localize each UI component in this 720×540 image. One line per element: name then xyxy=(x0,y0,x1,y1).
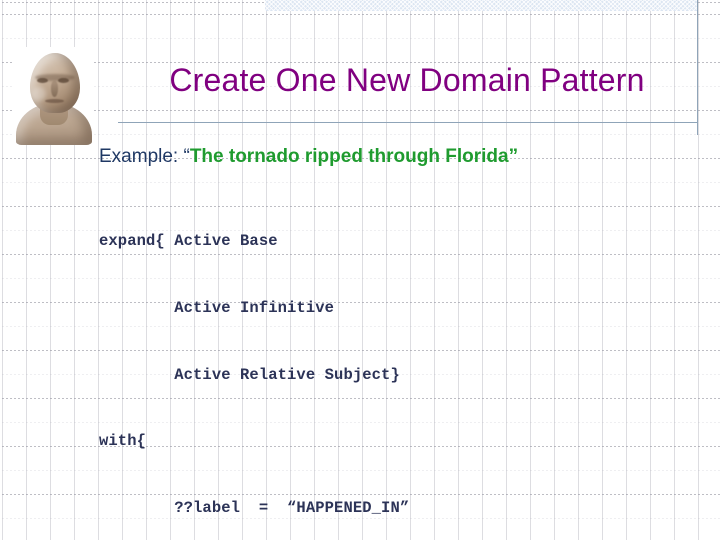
title-underline-rule xyxy=(118,122,698,123)
top-hatched-band xyxy=(265,0,698,11)
example-open-quote: “ xyxy=(183,146,190,167)
bust-mouth xyxy=(45,99,64,103)
example-sentence-text: The tornado ripped through Florida” xyxy=(189,146,519,167)
bust-cheek-highlight xyxy=(32,87,46,101)
example-sentence-line: Example: “The tornado ripped through Flo… xyxy=(99,146,518,168)
code-line: expand{ Active Base xyxy=(99,232,278,251)
bust-left-eye xyxy=(37,78,48,83)
code-line: ??label = “HAPPENED_IN” xyxy=(99,498,410,517)
page-title: Create One New Domain Pattern xyxy=(169,62,645,98)
example-label: Example: xyxy=(99,146,184,167)
bust-right-eye xyxy=(58,78,69,83)
right-vertical-rule xyxy=(697,0,698,135)
roman-bust-image xyxy=(14,47,94,145)
bust-brow xyxy=(35,74,75,81)
code-line: Active Relative Subject} xyxy=(99,365,400,384)
code-line: Active Infinitive xyxy=(99,299,335,318)
pattern-code-block: expand{ Active Base Active Infinitive Ac… xyxy=(99,186,644,540)
bust-nose xyxy=(51,81,58,97)
code-line: with{ xyxy=(99,432,147,451)
